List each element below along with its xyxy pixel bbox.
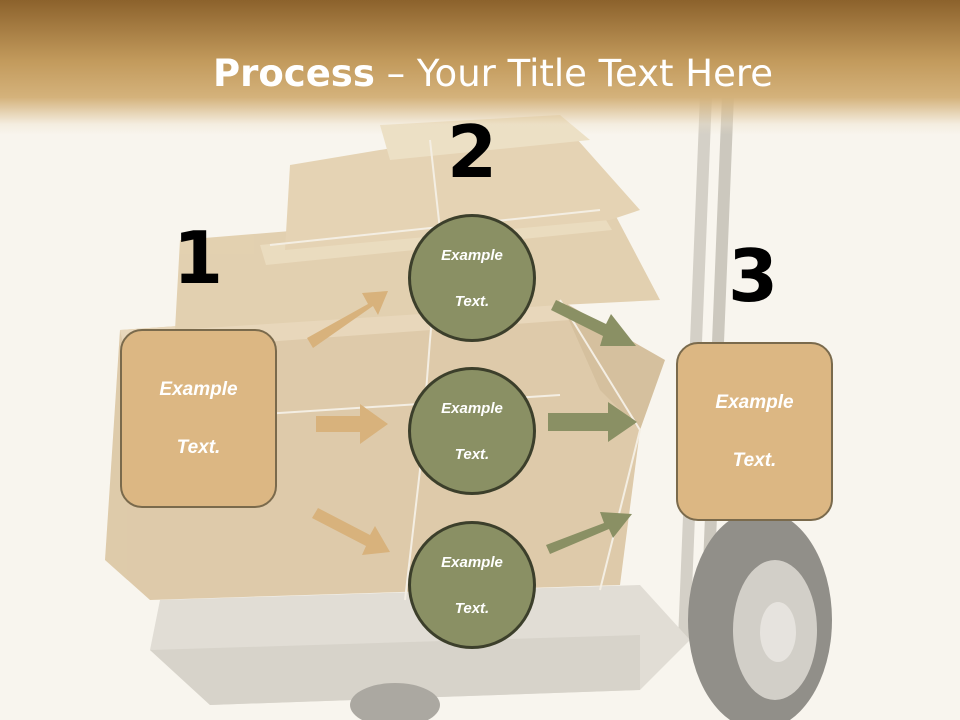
circle-top-line1: Example [441,246,503,264]
arrow-left-top [307,291,388,348]
arrow-left-middle [316,404,388,444]
circle-bottom-line2: Text. [454,599,490,617]
arrow-right-middle [548,402,637,442]
arrow-right-top [551,300,636,346]
title-rest: – Your Title Text Here [374,52,774,95]
circle-middle-line1: Example [441,399,503,417]
left-box-line2: Text. [176,437,221,458]
left-box-line1: Example [159,379,238,400]
step-number-1: 1 [172,216,224,300]
circle-top-line2: Text. [454,292,490,310]
title-bold: Process [212,52,375,95]
title-bar [0,0,960,135]
slide-title: Process – Your Title Text Here [0,52,960,96]
right-box-line2: Text. [732,450,777,471]
step-number-2: 2 [446,110,498,194]
arrow-left-bottom [312,508,390,555]
step-number-3: 3 [727,234,779,318]
arrow-right-bottom [546,512,632,554]
right-box-line1: Example [715,392,794,413]
circle-middle-line2: Text. [454,445,490,463]
circle-bottom-line1: Example [441,553,503,571]
